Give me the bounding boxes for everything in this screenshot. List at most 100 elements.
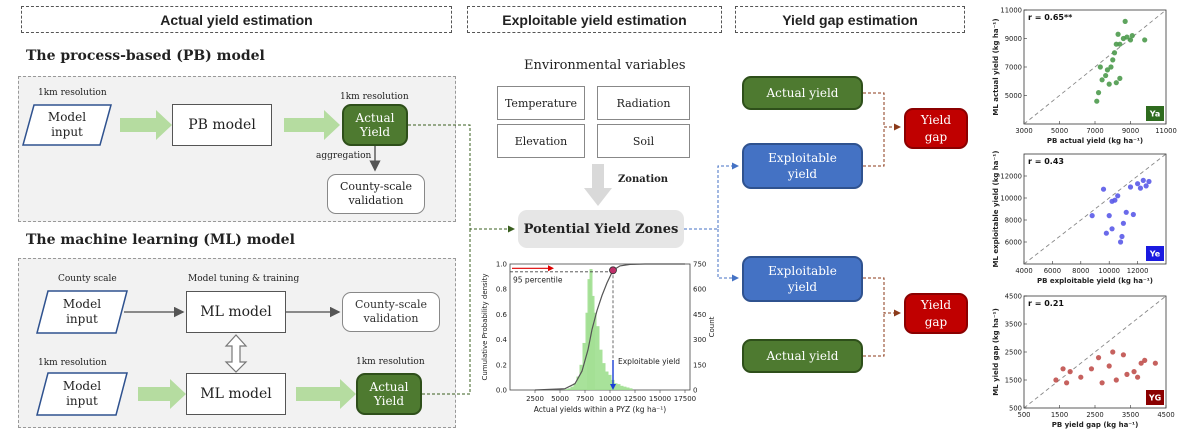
scatter-xtick-label: 4000 <box>1015 267 1032 275</box>
scatter-point <box>1113 377 1119 383</box>
scatter-point <box>1130 211 1136 218</box>
scatter-point <box>1064 380 1070 386</box>
scatter-xlabel: PB yield gap (kg ha⁻¹) <box>1052 421 1139 429</box>
pb-validation-box: County-scale validation <box>327 174 425 214</box>
scatter-point <box>1106 363 1112 369</box>
scatter-point <box>1124 34 1130 40</box>
scatter-frame <box>1023 295 1167 409</box>
scatter-point <box>1099 77 1105 83</box>
pb-aggregation-label: aggregation <box>316 151 372 161</box>
scatter-point <box>1097 64 1103 70</box>
scatter-xtick-label: 7000 <box>1086 127 1103 135</box>
pb-actual-yield-box: Actual Yield <box>342 104 408 146</box>
hist-ytick-left-label: 0.8 <box>496 286 507 294</box>
header-actual-yield: Actual yield estimation <box>21 6 452 33</box>
scatter-ytick-label: 2500 <box>1005 348 1022 356</box>
scatter-point <box>1127 37 1134 43</box>
scatter-point <box>1103 72 1109 79</box>
scatter-point <box>1106 81 1112 87</box>
scatter-point <box>1117 75 1123 81</box>
scatter-point <box>1089 213 1095 219</box>
histogram-bar <box>591 295 595 390</box>
env-temperature: Temperature <box>497 86 585 120</box>
scatter-point <box>1142 357 1148 363</box>
scatter-badge-bg <box>1146 390 1164 405</box>
gap-actual-yield-bottom: Actual yield <box>742 339 863 373</box>
hist-ytick-right-label: 750 <box>693 261 706 269</box>
zonation-label: Zonation <box>618 174 669 185</box>
hist-ylabel-right: Count <box>708 316 716 337</box>
ml-county-scale-label: County scale <box>58 274 117 284</box>
histogram-bar <box>573 383 577 390</box>
scatter-point <box>1123 209 1129 215</box>
cdf-line <box>534 263 685 391</box>
scatter-point <box>1129 33 1135 39</box>
ml-model-bottom-box: ML model <box>186 373 286 415</box>
scatter-ylabel: ML yield gap (kg ha⁻¹) <box>992 308 1000 396</box>
histogram-bar <box>614 383 618 390</box>
histogram-bar <box>596 326 600 390</box>
scatter-point <box>1119 233 1125 240</box>
scatter-point <box>1152 360 1158 366</box>
scatter-xtick-label: 6000 <box>1044 267 1061 275</box>
scatter-badge: YG <box>1148 394 1161 403</box>
scatter-point <box>1120 220 1126 226</box>
percentile-red-arrowhead <box>548 265 554 272</box>
ml-res-left: 1km resolution <box>38 358 107 368</box>
histogram-bar <box>620 385 624 390</box>
hist-xtick-label: 15000 <box>649 395 671 403</box>
histogram-bar <box>582 342 586 390</box>
histogram-bar <box>605 371 609 390</box>
scatter-xtick-label: 2500 <box>1086 411 1103 419</box>
header-yield-gap: Yield gap estimation <box>735 6 965 33</box>
scatter-ytick-label: 8000 <box>1005 216 1022 224</box>
scatter-badge-bg <box>1146 106 1164 121</box>
correlation-label: r = 0.65** <box>1028 13 1073 22</box>
hist-ytick-left-label: 1.0 <box>496 261 507 269</box>
scatter-ytick-label: 5000 <box>1005 92 1022 100</box>
scatter-point <box>1099 380 1105 386</box>
scatter-point <box>1146 178 1152 185</box>
ml-section-title: The machine learning (ML) model <box>26 232 295 248</box>
yield-gap-top: Yield gap <box>904 108 968 149</box>
scatter-badge: Ya <box>1149 110 1160 119</box>
correlation-label: r = 0.43 <box>1028 157 1064 166</box>
scatter-point <box>1095 90 1102 96</box>
pb-model-box: PB model <box>172 104 272 146</box>
scatter-point <box>1067 369 1073 375</box>
potential-yield-zones: Potential Yield Zones <box>518 210 684 248</box>
scatter-point <box>1110 349 1116 355</box>
scatter-ytick-label: 12000 <box>1000 172 1022 180</box>
hist-ytick-left-label: 0.6 <box>496 311 508 319</box>
yield-gap-bottom: Yield gap <box>904 293 968 334</box>
histogram-bar <box>567 388 571 390</box>
ml-validation-box: County-scale validation <box>342 292 440 332</box>
scatter-point <box>1135 181 1141 187</box>
scatter-point <box>1115 31 1121 37</box>
hist-ytick-right-label: 150 <box>693 361 706 369</box>
scatter-point <box>1137 185 1144 191</box>
ml-actual-yield-box: Actual Yield <box>356 373 422 415</box>
scatter-point <box>1115 193 1121 199</box>
hist-ytick-right-label: 450 <box>693 311 706 319</box>
hist-xlabel: Actual yields within a PYZ (kg ha⁻¹) <box>534 405 666 414</box>
scatter-point <box>1104 67 1111 73</box>
histogram-bar <box>589 269 593 390</box>
scatter-point <box>1094 98 1100 104</box>
scatter-xtick-label: 12000 <box>1127 267 1149 275</box>
scatter-point <box>1143 183 1149 189</box>
hist-ytick-left-label: 0.0 <box>496 387 507 395</box>
hist-xtick-label: 10000 <box>599 395 621 403</box>
scatter-badge: Ye <box>1149 250 1161 259</box>
scatter-point <box>1078 374 1084 380</box>
scatter-ytick-label: 1500 <box>1005 376 1022 384</box>
scatter-point <box>1117 239 1124 245</box>
scatter-ytick-label: 4500 <box>1005 292 1022 300</box>
one-to-one-line <box>1023 9 1167 125</box>
pb-res-right: 1km resolution <box>340 92 409 102</box>
env-radiation: Radiation <box>597 86 690 120</box>
correlation-label: r = 0.21 <box>1028 299 1064 308</box>
